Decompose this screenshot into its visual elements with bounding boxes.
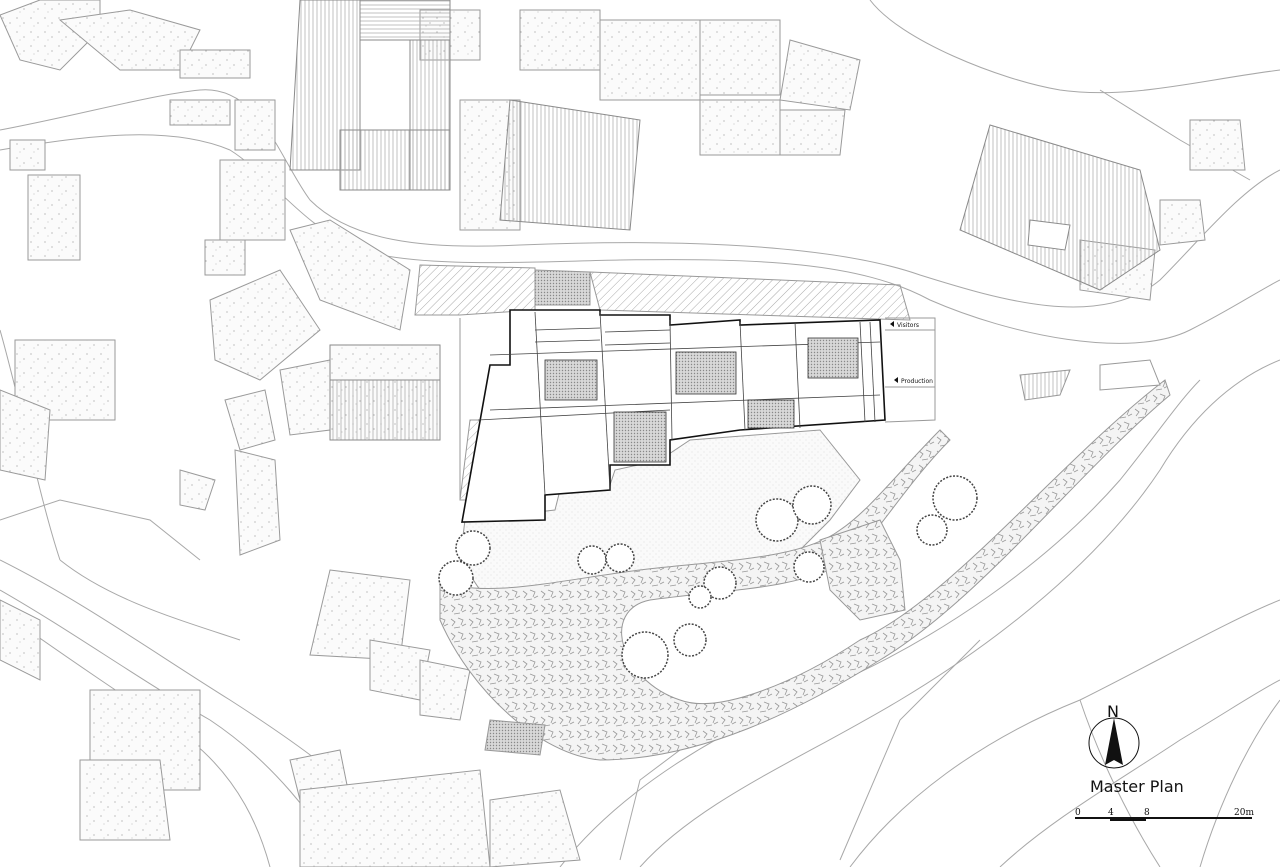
production-label: Production xyxy=(901,378,933,385)
scale-tick-0: 0 xyxy=(1075,808,1081,818)
trees xyxy=(438,475,978,679)
scale-bar: 0 4 8 20m xyxy=(1075,808,1254,821)
scale-tick-20m: 20m xyxy=(1234,808,1254,818)
pitched-roof-buildings xyxy=(289,0,1161,441)
surrounding-buildings xyxy=(0,0,1246,867)
scale-tick-8: 8 xyxy=(1144,808,1150,818)
annex-lines xyxy=(459,317,936,500)
north-letter: N xyxy=(1107,702,1119,721)
scale-tick-4: 4 xyxy=(1108,808,1114,818)
courtyard-fills xyxy=(544,337,859,463)
visitors-arrow-icon xyxy=(890,321,894,327)
visitors-label: Visitors xyxy=(897,322,919,329)
drawing-title: Master Plan xyxy=(1090,777,1184,796)
entrance-labels: Visitors Production xyxy=(890,321,933,385)
production-arrow-icon xyxy=(894,377,898,383)
north-arrow: N xyxy=(1088,702,1140,769)
